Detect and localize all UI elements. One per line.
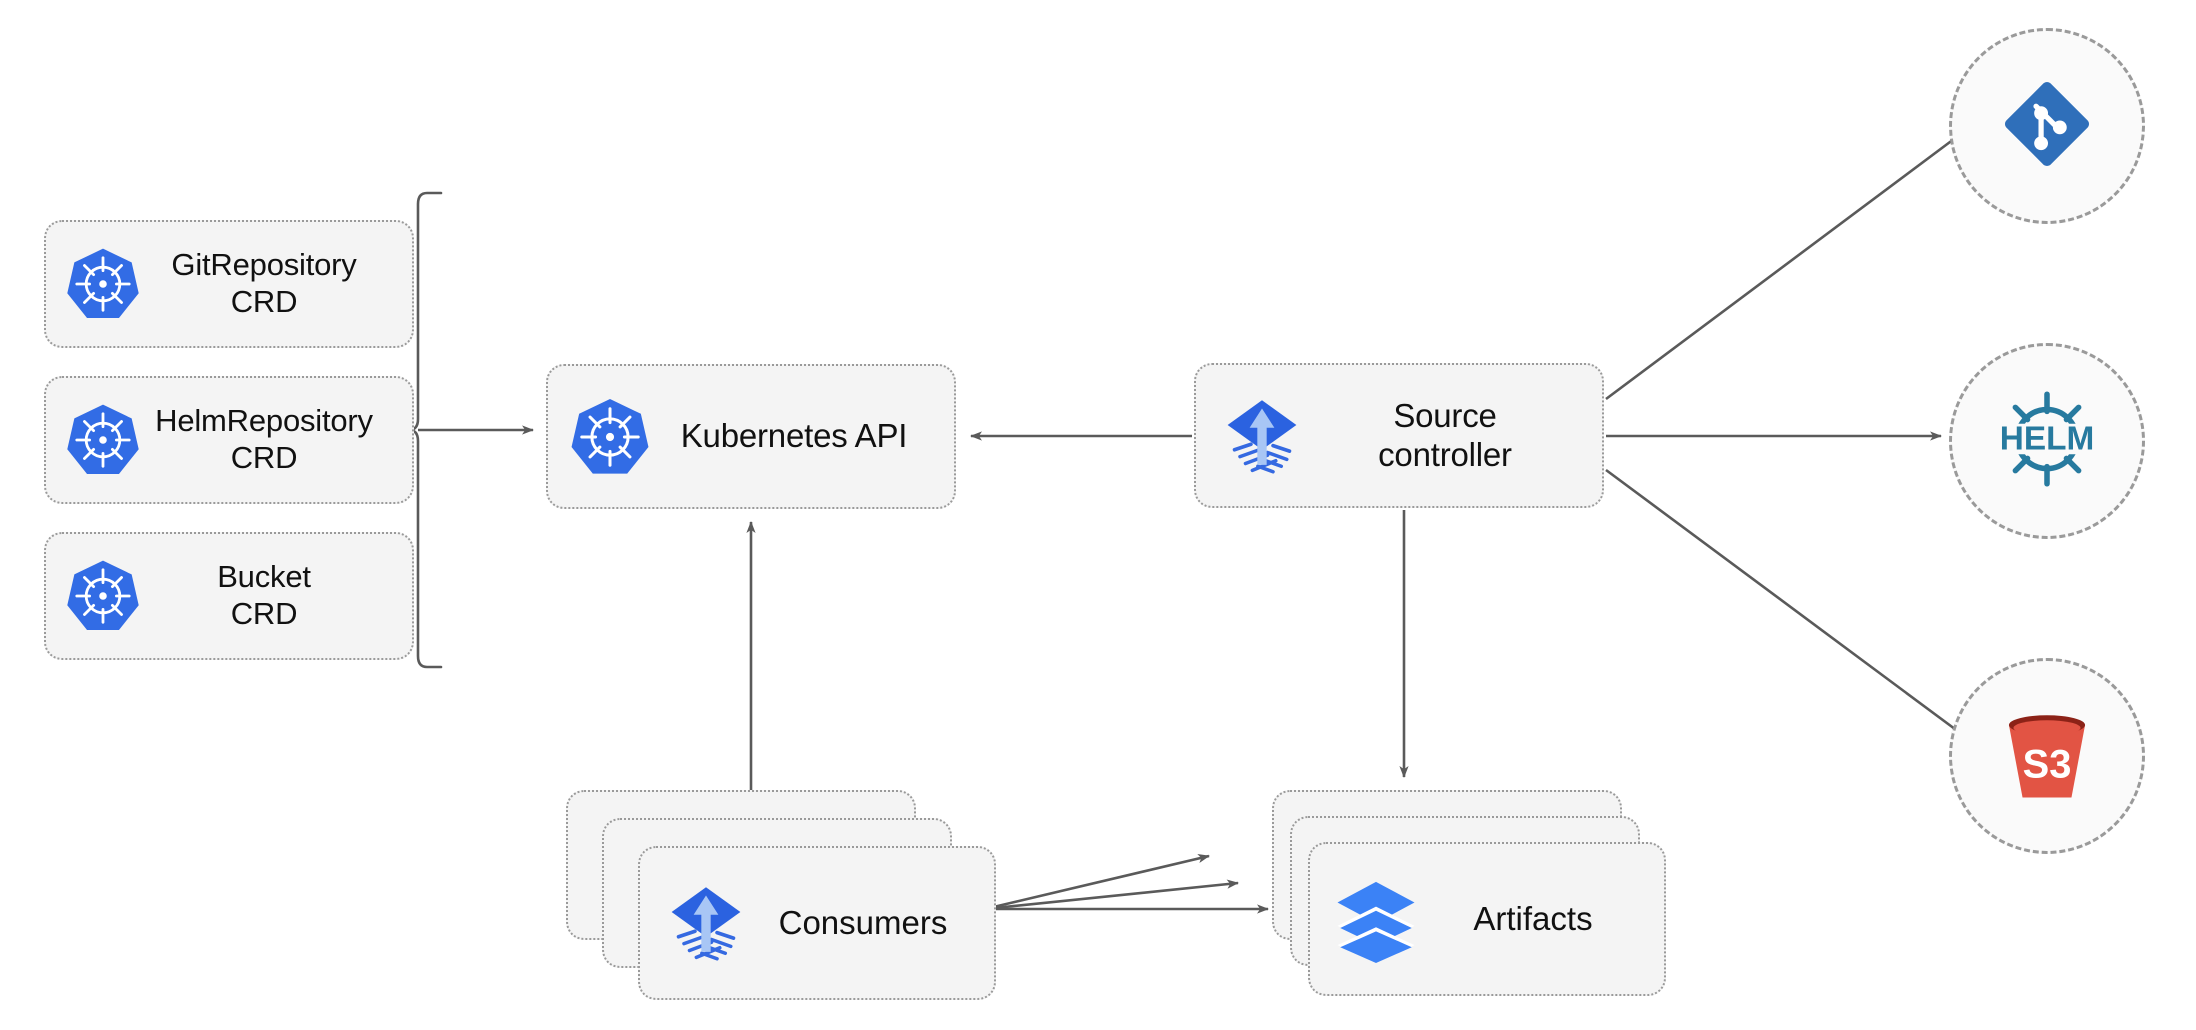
crd-label: HelmRepository CRD bbox=[155, 403, 373, 475]
endpoint-helm[interactable]: HELM bbox=[1949, 343, 2145, 539]
stack-front-artifacts[interactable]: Artifacts bbox=[1308, 842, 1666, 996]
node-artifacts[interactable]: Artifacts bbox=[1272, 790, 1702, 1000]
crd-label: GitRepository CRD bbox=[171, 247, 357, 319]
flux-icon bbox=[662, 879, 750, 967]
git-icon bbox=[1993, 70, 2101, 183]
edge-consumers-to-artifacts-1 bbox=[984, 854, 1210, 911]
node-label: Kubernetes API bbox=[680, 417, 908, 455]
edge-consumers-to-artifacts-2 bbox=[984, 879, 1239, 911]
node-label: Consumers bbox=[778, 904, 948, 941]
crd-label: Bucket CRD bbox=[217, 559, 311, 631]
s3-wordmark: S3 bbox=[2023, 742, 2072, 786]
kubernetes-icon bbox=[64, 401, 142, 479]
layers-icon bbox=[1332, 875, 1420, 963]
crd-box-gitrepository[interactable]: GitRepository CRD bbox=[44, 220, 414, 348]
node-kubernetes-api[interactable]: Kubernetes API bbox=[546, 364, 956, 509]
edge-source-to-s3 bbox=[1605, 468, 1964, 737]
helm-icon: HELM bbox=[1986, 378, 2108, 505]
endpoint-git[interactable] bbox=[1949, 28, 2145, 224]
kubernetes-icon bbox=[64, 245, 142, 323]
helm-wordmark: HELM bbox=[2000, 420, 2094, 457]
flux-icon bbox=[1218, 392, 1306, 480]
node-source-controller[interactable]: Source controller bbox=[1194, 363, 1604, 508]
edge-source-to-git bbox=[1605, 131, 1963, 401]
endpoint-s3[interactable]: S3 bbox=[1949, 658, 2145, 854]
stack-front-consumers[interactable]: Consumers bbox=[638, 846, 996, 1000]
node-label: Artifacts bbox=[1473, 900, 1593, 937]
node-label: Source controller bbox=[1378, 396, 1512, 473]
node-consumers[interactable]: Consumers bbox=[566, 790, 996, 1000]
kubernetes-icon bbox=[568, 395, 652, 479]
crd-box-bucket[interactable]: Bucket CRD bbox=[44, 532, 414, 660]
crd-box-helmrepository[interactable]: HelmRepository CRD bbox=[44, 376, 414, 504]
s3-bucket-icon: S3 bbox=[1989, 696, 2105, 817]
kubernetes-icon bbox=[64, 557, 142, 635]
